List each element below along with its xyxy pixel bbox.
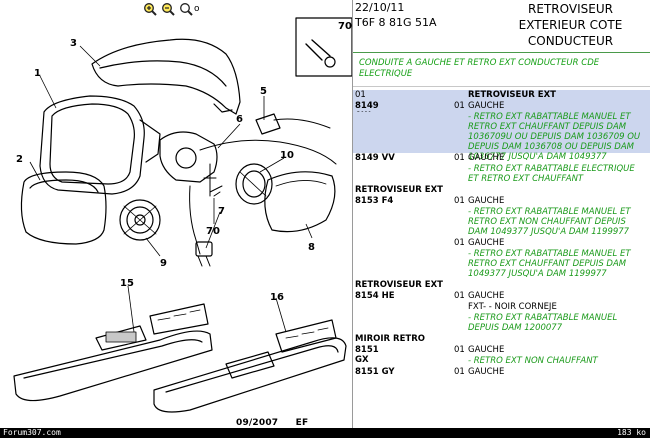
zoom-out-button[interactable] bbox=[161, 2, 175, 16]
part-designation: RETROVISEUR EXT bbox=[468, 90, 556, 100]
part-quantity: 01 bbox=[454, 101, 465, 111]
part-group-row[interactable]: RETROVISEUR EXT bbox=[353, 280, 650, 291]
part-reference: 8154 HE bbox=[355, 291, 395, 301]
header-date: 22/10/11 bbox=[355, 1, 405, 14]
part-quantity: 01 bbox=[454, 291, 465, 301]
part-designation: GAUCHE bbox=[468, 367, 505, 377]
part-quantity: 01 bbox=[454, 196, 465, 206]
magnifier-icon bbox=[144, 3, 157, 16]
part-designation: GAUCHE bbox=[468, 101, 505, 111]
part-designation: GAUCHE bbox=[468, 291, 505, 301]
part-quantity: 01 bbox=[454, 345, 465, 355]
part-note: - RETRO EXT RABATTABLE MANUEL ET RETRO E… bbox=[468, 249, 631, 279]
part-note-row: - RETRO EXT RABATTABLE MANUEL ET RETRO E… bbox=[353, 207, 650, 238]
mirror-exploded-diagram: 3 1 5 6 10 2 7 70 8 9 15 16 70 bbox=[13, 17, 352, 413]
part-note: - RETRO EXT RABATTABLE MANUEL ET RETRO E… bbox=[468, 112, 641, 162]
part-designation: GAUCHE bbox=[468, 345, 505, 355]
part-designation: RETROVISEUR EXT bbox=[355, 280, 443, 290]
callout-6: 6 bbox=[236, 114, 243, 125]
part-note: - RETRO EXT RABATTABLE ELECTRIQUE ET RET… bbox=[468, 164, 635, 184]
part-note: - RETRO EXT RABATTABLE MANUEL ET RETRO E… bbox=[468, 207, 631, 237]
part-designation: GAUCHE bbox=[468, 238, 505, 248]
part-designation: MIROIR RETRO bbox=[355, 334, 425, 344]
page-title: RETROVISEUR EXTERIEUR COTE CONDUCTEUR bbox=[493, 1, 648, 49]
parts-list-pane: 22/10/11 T6F 8 81G 51A RETROVISEUR EXTER… bbox=[353, 0, 650, 428]
part-row: FXT- - NOIR CORNEJE bbox=[353, 302, 650, 313]
header-code: T6F 8 81G 51A bbox=[355, 16, 437, 29]
part-designation: GAUCHE bbox=[468, 153, 505, 163]
title-line: RETROVISEUR bbox=[528, 2, 613, 16]
file-size: 183 ko bbox=[617, 428, 646, 437]
diagram-pane: o bbox=[13, 2, 352, 438]
callout-9: 10 bbox=[280, 150, 294, 161]
title-line: CONDUCTEUR bbox=[527, 34, 614, 48]
status-bar: Forum307.com 183 ko bbox=[0, 428, 650, 438]
part-note: - RETRO EXT NON CHAUFFANT bbox=[468, 356, 598, 366]
callout-1: 1 bbox=[34, 68, 41, 79]
zoom-toolbar: o bbox=[143, 2, 200, 16]
part-group-row[interactable]: RETROVISEUR EXT bbox=[353, 185, 650, 196]
part-group-row[interactable]: 01 RETROVISEUR EXT bbox=[353, 90, 650, 101]
part-quantity: 01 bbox=[454, 238, 465, 248]
part-row[interactable]: 8149 AW01GAUCHE bbox=[353, 101, 650, 121]
pane-divider bbox=[352, 0, 353, 428]
title-line: EXTERIEUR COTE bbox=[518, 18, 623, 32]
part-quantity: 01 bbox=[454, 153, 465, 163]
zoom-in-button[interactable] bbox=[143, 2, 157, 16]
callout-3: 3 bbox=[70, 38, 77, 49]
diagram-date: 09/2007 bbox=[236, 418, 279, 428]
part-group-row[interactable]: MIROIR RETRO bbox=[353, 334, 650, 345]
part-note: - RETRO EXT RABATTABLE MANUEL DEPUIS DAM… bbox=[468, 313, 618, 333]
callout-7: 7 bbox=[218, 206, 225, 217]
condition-divider bbox=[353, 86, 650, 87]
part-designation: RETROVISEUR EXT bbox=[355, 185, 443, 195]
part-note-row: - RETRO EXT RABATTABLE MANUEL DEPUIS DAM… bbox=[353, 313, 650, 334]
part-reference: 8151 GY bbox=[355, 367, 395, 377]
callout-8: 8 bbox=[308, 242, 315, 253]
callout-10: 9 bbox=[160, 258, 167, 269]
part-reference: 8153 F4 bbox=[355, 196, 394, 206]
header-divider bbox=[353, 52, 650, 53]
part-note-row: - RETRO EXT RABATTABLE ELECTRIQUE ET RET… bbox=[353, 164, 650, 185]
callout-70-lower: 70 bbox=[206, 226, 220, 237]
callout-15: 15 bbox=[120, 278, 134, 289]
site-name: Forum307.com bbox=[3, 428, 61, 437]
part-reference: 8149 VV bbox=[355, 153, 395, 163]
zoom-fit-symbol: o bbox=[194, 3, 200, 14]
application-condition: CONDUITE A GAUCHE ET RETRO EXT CONDUCTEU… bbox=[359, 58, 600, 79]
part-designation: FXT- - NOIR CORNEJE bbox=[468, 302, 557, 312]
part-reference: 01 bbox=[355, 90, 366, 100]
part-note-row: - RETRO EXT RABATTABLE MANUEL ET RETRO E… bbox=[353, 249, 650, 280]
part-note-row: - RETRO EXT NON CHAUFFANT bbox=[353, 356, 650, 367]
magnifier-icon bbox=[162, 3, 175, 16]
part-reference: 8151 GX bbox=[355, 345, 379, 365]
callout-2: 2 bbox=[16, 154, 23, 165]
callout-16: 16 bbox=[270, 292, 284, 303]
part-note-row: - RETRO EXT RABATTABLE MANUEL ET RETRO E… bbox=[353, 112, 650, 162]
callout-5: 5 bbox=[260, 86, 267, 97]
part-designation: GAUCHE bbox=[468, 196, 505, 206]
zoom-fit-button[interactable]: o bbox=[179, 2, 200, 16]
part-quantity: 01 bbox=[454, 367, 465, 377]
magnifier-icon bbox=[180, 3, 193, 16]
screw-box-label: 70 bbox=[338, 21, 352, 32]
